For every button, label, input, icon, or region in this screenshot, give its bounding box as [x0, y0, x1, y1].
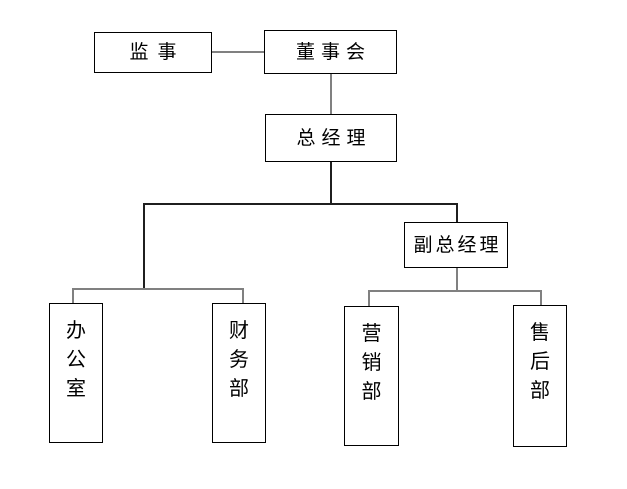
- node-marketing-dept-label: 营销部: [361, 323, 382, 403]
- node-marketing-dept: 营销部: [344, 306, 399, 446]
- node-supervisor-label: 监事: [129, 42, 186, 63]
- edge-marketing-stub: [368, 290, 370, 307]
- edge-supervisor-board: [212, 51, 264, 53]
- node-aftersales-dept-label: 售后部: [530, 322, 550, 402]
- edge-gm-deputy-drop: [456, 203, 458, 223]
- node-aftersales-dept: 售后部: [513, 305, 567, 447]
- edge-office-stub: [72, 288, 74, 304]
- node-finance-dept: 财务部: [212, 303, 266, 443]
- node-board: 董事会: [264, 30, 397, 74]
- edge-deputy-stem: [456, 268, 458, 291]
- edge-gm-leftgroup-drop: [143, 203, 145, 289]
- edge-aftersales-stub: [540, 290, 542, 306]
- edge-rightgroup-hline: [368, 290, 541, 292]
- node-office: 办公室: [49, 303, 103, 443]
- edge-gm-children-hline: [143, 203, 457, 205]
- node-finance-dept-label: 财务部: [229, 320, 249, 400]
- edge-board-gm: [330, 74, 332, 114]
- node-supervisor: 监事: [94, 32, 212, 73]
- edge-leftgroup-hline: [72, 288, 243, 290]
- node-general-manager-label: 总经理: [296, 127, 372, 149]
- node-deputy-general-manager-label: 副总经理: [413, 234, 502, 256]
- node-office-label: 办公室: [66, 320, 86, 400]
- node-board-label: 董事会: [295, 41, 371, 63]
- edge-finance-stub: [242, 288, 244, 304]
- node-deputy-general-manager: 副总经理: [404, 222, 508, 268]
- edge-gm-stem: [330, 162, 332, 204]
- node-general-manager: 总经理: [265, 114, 397, 162]
